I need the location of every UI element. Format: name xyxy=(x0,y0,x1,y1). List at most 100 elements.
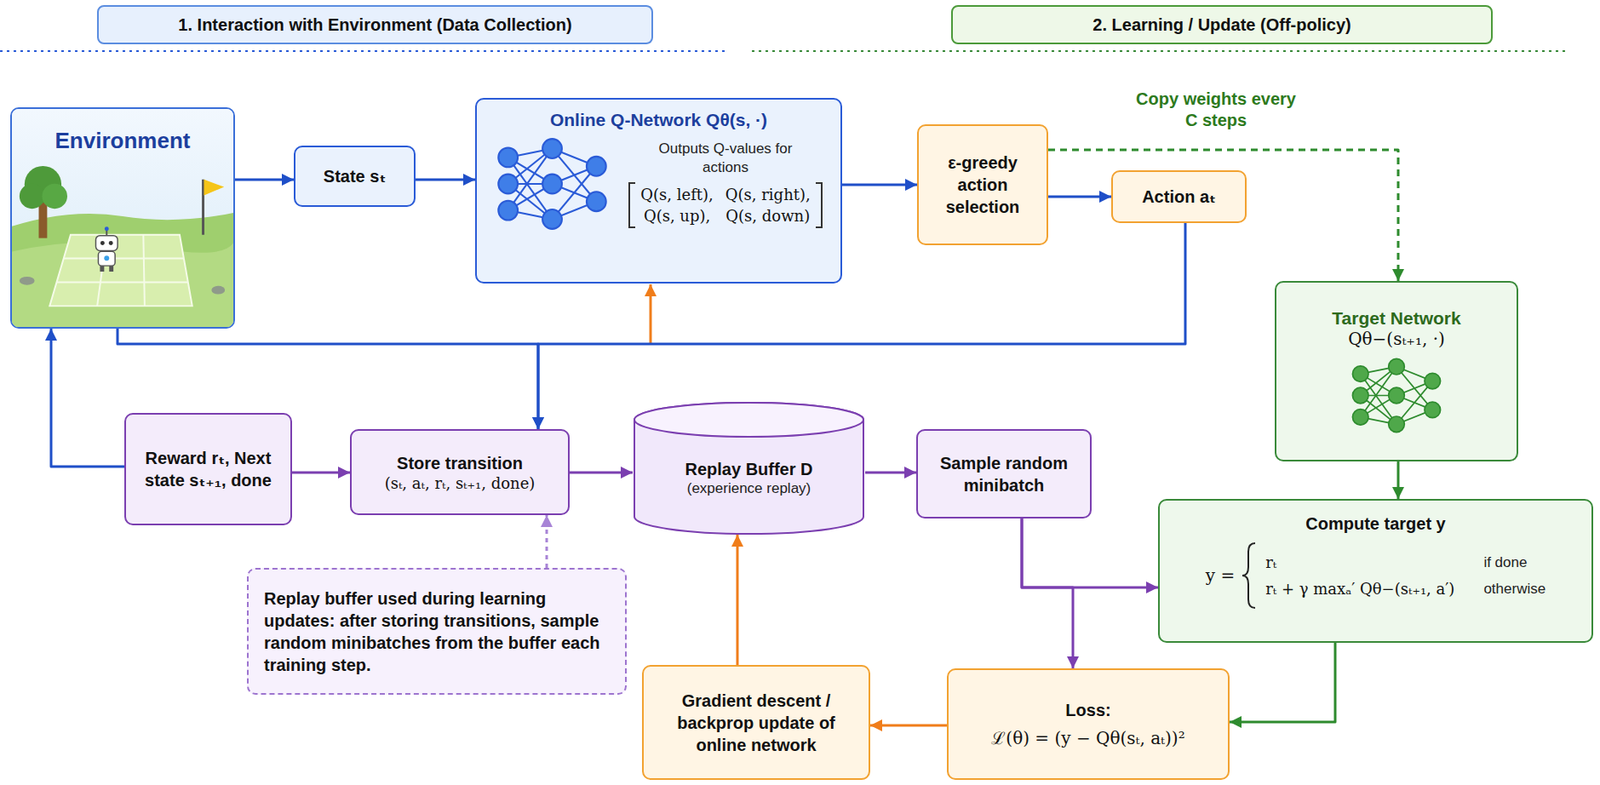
flow-arrow xyxy=(415,178,476,182)
nn-unit xyxy=(1424,401,1441,419)
node-title: Store transition xyxy=(396,452,523,475)
tree xyxy=(19,166,68,239)
network-body: Outputs Q-values for actionsQ(s, left),Q… xyxy=(494,135,822,233)
flow-arrow xyxy=(736,534,740,666)
flow-arrow xyxy=(292,471,350,475)
node-text: y = xyxy=(1205,565,1235,586)
node-text: Q(s, right), xyxy=(725,185,811,204)
flow-arrow xyxy=(51,328,125,467)
node-title: Sample random minibatch xyxy=(931,452,1077,497)
node-text: Q(s, down) xyxy=(725,206,811,225)
node-title: 1. Interaction with Environment (Data Co… xyxy=(177,13,572,36)
flow-arrow xyxy=(1048,149,1399,282)
target-network-box: Target NetworkQθ−(sₜ₊₁, ·) xyxy=(1274,281,1519,462)
node-text: otherwise xyxy=(1483,580,1546,598)
neural-network-icon xyxy=(1349,355,1444,436)
brace-stroke xyxy=(1242,543,1256,608)
nn-unit xyxy=(586,156,607,177)
robot-agent xyxy=(95,226,118,272)
flow-arrow xyxy=(569,471,633,475)
nn-unit xyxy=(542,209,563,230)
node-text: (experience replay) xyxy=(687,480,812,498)
node-text: Q(s, left), xyxy=(640,185,714,204)
nn-unit xyxy=(586,191,607,212)
node-title: 2. Learning / Update (Off-policy) xyxy=(1092,13,1351,36)
rock xyxy=(19,276,35,286)
nn-unit xyxy=(498,200,519,221)
node-title: Compute target y xyxy=(1305,512,1446,535)
nn-unit xyxy=(1388,416,1406,433)
sky xyxy=(11,108,234,327)
node-text: ℒ(θ) = (y − Qθ(sₜ, aₜ))² xyxy=(991,726,1185,750)
target-box: Compute target y y = rₜ if done rₜ + γ maxₐ′… xyxy=(1158,498,1594,643)
nn-unit xyxy=(1424,372,1441,390)
node-title: Replay Buffer D xyxy=(684,458,813,481)
network-output: Outputs Q-values for actionsQ(s, left),Q… xyxy=(628,139,822,229)
node-title: Replay buffer used during learning updat… xyxy=(263,587,610,677)
process-box: Store transition(sₜ, aₜ, rₜ, sₜ₊₁, done) xyxy=(349,429,570,516)
grid-world xyxy=(49,235,192,307)
nn-unit xyxy=(1352,408,1369,425)
nn-unit xyxy=(1388,387,1406,404)
flow-arrow xyxy=(1021,518,1159,588)
flow-arrow xyxy=(1229,642,1336,723)
network-box: Online Q-Network Qθ(s, ·) Outputs Q-value… xyxy=(475,97,843,284)
node-title: Loss: xyxy=(1065,699,1111,722)
node-title: Reward rₜ, Next state sₜ₊₁, done xyxy=(140,447,277,492)
process-box: Sample random minibatch xyxy=(916,429,1092,519)
policy-box: ε-greedy action selection xyxy=(917,124,1049,246)
node-text: Outputs Q-values for actions xyxy=(644,139,807,178)
flow-arrow xyxy=(870,724,947,728)
section-header: 1. Interaction with Environment (Data Co… xyxy=(97,5,654,45)
replay-buffer: Replay Buffer D(experience replay) xyxy=(632,401,866,536)
node-title: Action aₜ xyxy=(1141,185,1216,208)
nn-unit xyxy=(1388,358,1406,375)
feedback-box: Reward rₜ, Next state sₜ₊₁, done xyxy=(124,412,293,526)
neural-network-icon xyxy=(494,135,610,233)
flow-arrow xyxy=(865,471,917,475)
flow-arrow xyxy=(545,515,549,568)
node-title: Gradient descent / backprop update of on… xyxy=(666,689,846,757)
node-text: rₜ xyxy=(1265,553,1455,572)
node-title: ε-greedy action selection xyxy=(931,151,1034,218)
q-value-matrix: Q(s, left), Q(s, right), Q(s, up), Q(s, dow… xyxy=(628,182,822,229)
note-box: Replay buffer used during learning updat… xyxy=(246,567,627,695)
flow-arrow xyxy=(1048,195,1112,199)
node-title: Environment xyxy=(55,127,191,155)
node-text: rₜ + γ maxₐ′ Qθ−(sₜ₊₁, a′) xyxy=(1265,579,1455,598)
flow-arrow xyxy=(1397,461,1400,499)
formula-cases: rₜ if done rₜ + γ maxₐ′ Qθ−(sₜ₊₁, a′) other… xyxy=(1265,553,1546,598)
goal-flag xyxy=(203,179,225,236)
node-text: Qθ−(sₜ₊₁, ·) xyxy=(1347,328,1446,350)
nn-unit xyxy=(1352,387,1369,404)
section-divider xyxy=(0,50,725,52)
node-title: Online Q-Network Qθ(s, ·) xyxy=(550,109,768,131)
nn-unit xyxy=(498,148,519,168)
rock xyxy=(211,286,225,295)
action-box: Action aₜ xyxy=(1111,170,1247,224)
nn-unit xyxy=(542,174,563,195)
section-header: 2. Learning / Update (Off-policy) xyxy=(951,5,1493,45)
state-box: State sₜ xyxy=(293,145,416,207)
flow-arrow xyxy=(842,183,918,187)
node-text: Q(s, up), xyxy=(640,206,714,225)
loss-box: Loss: ℒ(θ) = (y − Qθ(sₜ, aₜ))² xyxy=(946,668,1230,780)
environment-box: Environment xyxy=(10,107,236,329)
node-title: State sₜ xyxy=(323,165,386,188)
flow-arrow xyxy=(235,178,294,182)
node-text: (sₜ, aₜ, rₜ, sₜ₊₁, done) xyxy=(384,474,536,493)
section-divider xyxy=(751,50,1567,52)
node-title: Target Network xyxy=(1331,308,1461,329)
node-text: if done xyxy=(1483,554,1546,572)
grid-lines xyxy=(56,235,188,307)
nn-unit xyxy=(498,174,519,195)
nn-unit xyxy=(542,138,563,159)
update-stub-arrow xyxy=(649,284,653,345)
process-box: Gradient descent / backprop update of on… xyxy=(642,665,871,780)
target-formula: y = rₜ if done rₜ + γ maxₐ′ Qθ−(sₜ₊₁, a′) ot… xyxy=(1205,541,1546,610)
edge-label: Copy weights every C steps xyxy=(1130,88,1302,132)
nn-unit xyxy=(1352,365,1369,382)
case-brace xyxy=(1239,541,1259,610)
flow-arrow xyxy=(1021,518,1073,669)
